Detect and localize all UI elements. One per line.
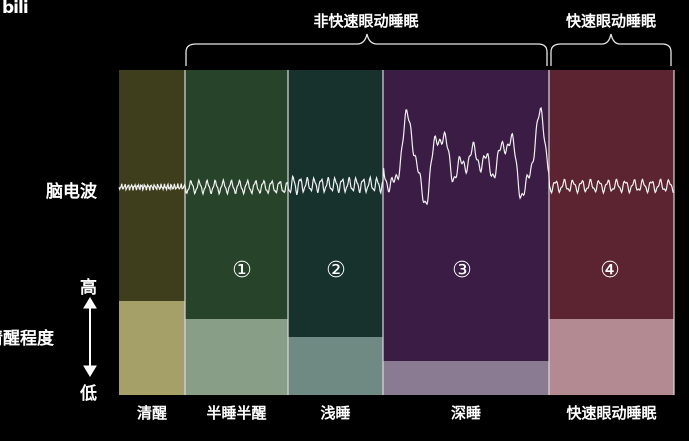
bilibili-logo: bili	[2, 0, 29, 18]
nrem-sleep-label: 非快速眼动睡眠	[313, 12, 419, 30]
stage-1-number: ①	[232, 258, 252, 283]
stage-3-number: ③	[452, 258, 472, 283]
wakefulness-label: 清醒程度	[0, 329, 54, 349]
low-label: 低	[80, 384, 97, 404]
stage-3-upper	[383, 70, 549, 361]
stage-3-wakefulness-bar	[383, 361, 549, 395]
stage-1-wakefulness-bar	[185, 319, 288, 395]
stage-awake-wakefulness-bar	[119, 301, 185, 395]
stage-2-wakefulness-bar	[288, 337, 383, 395]
stage-2-upper	[288, 70, 383, 337]
rem-sleep-label: 快速眼动睡眠	[565, 12, 656, 30]
stage-rem-upper	[549, 70, 674, 319]
stage-1-upper	[185, 70, 288, 319]
stage-1-label: 半睡半醒	[206, 404, 267, 422]
eeg-label: 脑电波	[46, 182, 97, 202]
stage-2-label: 浅睡	[320, 404, 351, 422]
nrem-brace	[185, 33, 548, 66]
rem-brace	[550, 33, 672, 66]
high-label: 高	[80, 278, 97, 298]
stage-2-number: ②	[326, 258, 346, 283]
stage-awake-label: 清醒	[136, 404, 167, 422]
stage-rem-wakefulness-bar	[549, 319, 674, 395]
column-dividers	[184, 70, 675, 395]
wakefulness-arrow	[83, 297, 97, 377]
eeg-waveform	[118, 106, 674, 206]
stage-3-label: 深睡	[450, 404, 481, 422]
stage-rem-label: 快速眼动睡眠	[566, 404, 657, 422]
stage-4-number: ④	[600, 258, 620, 283]
